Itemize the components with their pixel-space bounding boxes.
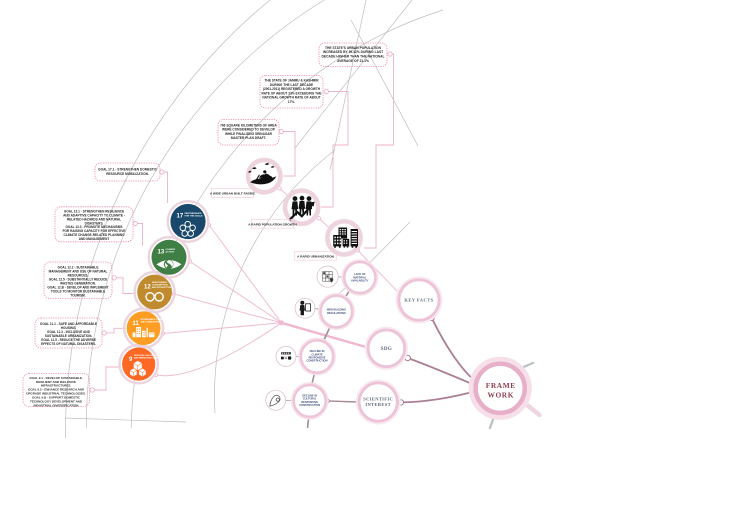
svg-text:12: 12 xyxy=(144,285,151,291)
svg-text:A RAPID POPULATION GROWTH: A RAPID POPULATION GROWTH xyxy=(248,222,297,226)
svg-text:17: 17 xyxy=(177,214,184,220)
svg-text:INDUSTRY, INNOVATION: INDUSTRY, INNOVATION xyxy=(134,354,159,357)
svg-text:KEY FACTS: KEY FACTS xyxy=(404,298,433,303)
svg-text:CLIMATE: CLIMATE xyxy=(166,248,176,251)
svg-text:GOAL 17.1 - STRENGTHEN DOMESTI: GOAL 17.1 - STRENGTHEN DOMESTICRESOURCE … xyxy=(98,168,157,176)
svg-text:A WIDE URBAN BUILT FABRIC: A WIDE URBAN BUILT FABRIC xyxy=(210,192,256,196)
svg-text:PARTNERSHIPS: PARTNERSHIPS xyxy=(185,212,203,215)
svg-text:11: 11 xyxy=(133,321,140,327)
svg-text:GOAL 11.1 - SAFE AND AFFORDAB: GOAL 11.1 - SAFE AND AFFORDABLEHOUSING.G… xyxy=(40,322,97,346)
svg-text:SUSTAINABLE CITIES: SUSTAINABLE CITIES xyxy=(141,318,164,321)
svg-text:9: 9 xyxy=(129,357,133,363)
svg-text:13: 13 xyxy=(158,250,165,256)
svg-text:AND INFRASTRUCTURE: AND INFRASTRUCTURE xyxy=(134,357,159,360)
svg-text:AND PRODUCTION: AND PRODUCTION xyxy=(152,286,172,289)
svg-text:A RAPID URBANIZATION: A RAPID URBANIZATION xyxy=(297,254,335,258)
svg-text:CONSUMPTION: CONSUMPTION xyxy=(152,285,168,287)
svg-text:ACTION: ACTION xyxy=(166,251,175,254)
svg-text:RESPONSIBLE: RESPONSIBLE xyxy=(152,282,168,284)
svg-text:SDG: SDG xyxy=(381,347,392,352)
svg-text:FOR THE GOALS: FOR THE GOALS xyxy=(185,215,204,218)
svg-text:AND COMMUNITIES: AND COMMUNITIES xyxy=(141,321,161,324)
